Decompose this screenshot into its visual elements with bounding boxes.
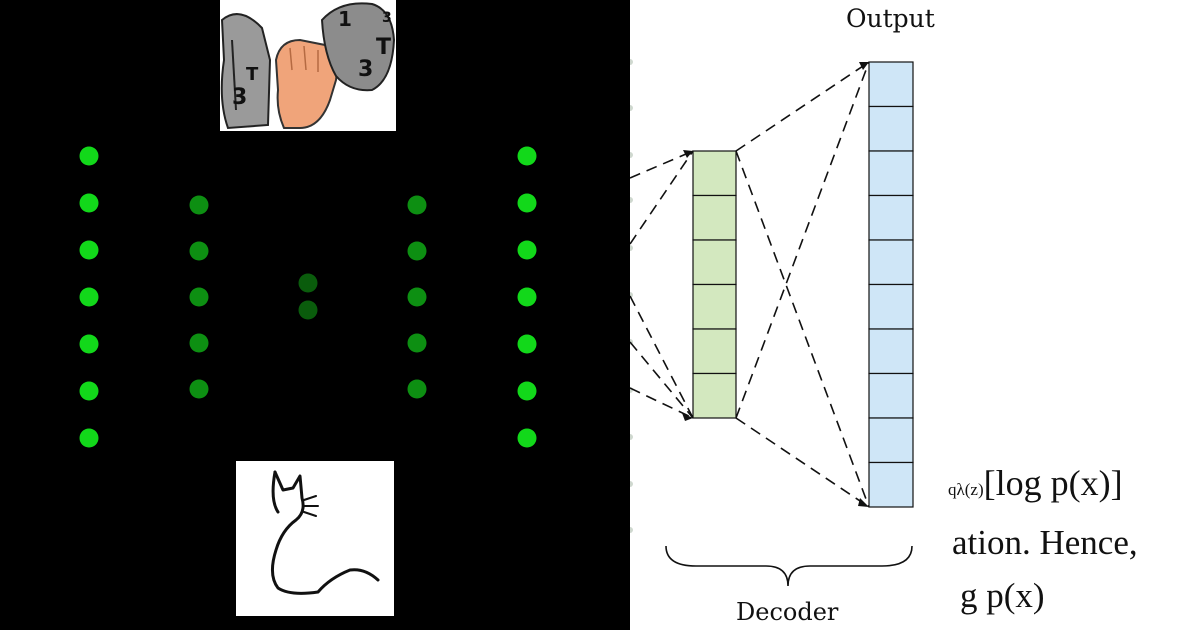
autoencoder-node-panel: 3 T 1 T 3 3 — [0, 0, 630, 630]
node-hidden-1-2 — [189, 241, 209, 261]
output-cell-2 — [868, 105, 914, 152]
decoder-brace — [665, 545, 913, 587]
node-hidden-1-1 — [189, 195, 209, 215]
svg-text:3: 3 — [232, 85, 247, 110]
node-input-6 — [79, 381, 99, 401]
output-cell-4 — [868, 194, 914, 241]
output-cell-6 — [868, 283, 914, 330]
latent-cell-3 — [692, 239, 737, 286]
node-hidden-2-1 — [407, 195, 427, 215]
node-output-1 — [517, 146, 537, 166]
svg-text:1: 1 — [338, 7, 352, 31]
latent-cell-6 — [692, 372, 737, 419]
latent-cell-2 — [692, 194, 737, 241]
node-bottleneck-1 — [298, 273, 318, 293]
math-line-1-subscript: qλ(z) — [948, 480, 984, 499]
output-cell-5 — [868, 239, 914, 286]
node-input-1 — [79, 146, 99, 166]
node-output-4 — [517, 287, 537, 307]
node-hidden-2-2 — [407, 241, 427, 261]
node-hidden-2-3 — [407, 287, 427, 307]
node-input-2 — [79, 193, 99, 213]
output-cell-10 — [868, 461, 914, 508]
node-output-6 — [517, 381, 537, 401]
math-line-3: g p(x) — [960, 576, 1045, 615]
output-vector — [868, 61, 914, 508]
decoder-panel: Output Decoder qλ(z)[log p(x)] ation. He… — [630, 0, 1200, 630]
node-hidden-2-5 — [407, 379, 427, 399]
arrowheads — [682, 62, 869, 507]
output-cell-3 — [868, 150, 914, 197]
node-input-3 — [79, 240, 99, 260]
latent-cell-1 — [692, 150, 737, 197]
decoder-diagram — [630, 59, 914, 587]
output-cell-7 — [868, 328, 914, 375]
top-image: 3 T 1 T 3 3 — [220, 0, 396, 131]
latent-vector — [692, 150, 737, 419]
node-input-7 — [79, 428, 99, 448]
output-label: Output — [846, 4, 935, 33]
output-cell-8 — [868, 372, 914, 419]
node-input-4 — [79, 287, 99, 307]
node-output-2 — [517, 193, 537, 213]
latent-cell-4 — [692, 283, 737, 330]
node-hidden-1-3 — [189, 287, 209, 307]
output-cell-9 — [868, 417, 914, 464]
dashed-connections — [630, 61, 870, 508]
svg-text:3: 3 — [382, 10, 392, 26]
output-cell-1 — [868, 61, 914, 108]
node-hidden-2-4 — [407, 333, 427, 353]
math-line-1: qλ(z)[log p(x)] — [948, 462, 1123, 504]
node-output-3 — [517, 240, 537, 260]
math-line-1-main: [log p(x)] — [983, 463, 1123, 503]
svg-text:T: T — [376, 35, 391, 60]
svg-text:3: 3 — [358, 57, 373, 82]
node-output-5 — [517, 334, 537, 354]
svg-text:T: T — [246, 64, 259, 85]
math-line-2: ation. Hence, — [952, 523, 1138, 562]
node-hidden-1-5 — [189, 379, 209, 399]
network-diagram: 3 T 1 T 3 3 — [79, 0, 537, 616]
network-nodes — [79, 146, 537, 448]
node-output-7 — [517, 428, 537, 448]
node-bottleneck-2 — [298, 300, 318, 320]
node-input-5 — [79, 334, 99, 354]
latent-cell-5 — [692, 328, 737, 375]
bottom-image — [236, 461, 394, 616]
node-hidden-1-4 — [189, 333, 209, 353]
decoder-label: Decoder — [736, 598, 839, 626]
